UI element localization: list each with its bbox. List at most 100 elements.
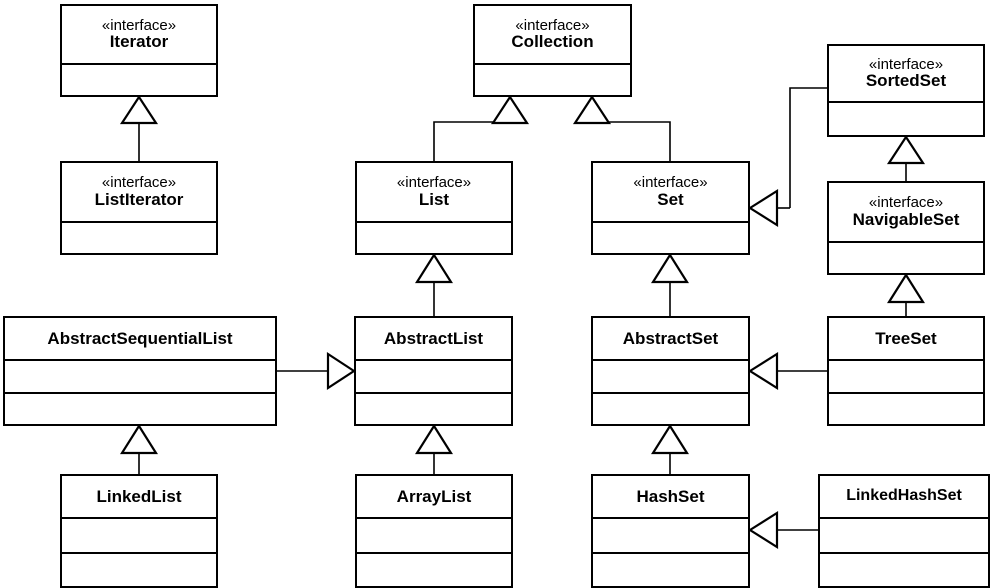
compartment-divider bbox=[593, 517, 748, 519]
class-name: HashSet bbox=[636, 486, 705, 506]
class-box-set[interactable]: «interface» Set bbox=[591, 161, 750, 255]
stereotype-label: «interface» bbox=[101, 16, 177, 34]
operations-compartment bbox=[593, 394, 748, 425]
attributes-compartment bbox=[829, 361, 983, 392]
attributes-compartment bbox=[593, 519, 748, 552]
class-box-sortedset[interactable]: «interface» SortedSet bbox=[827, 44, 985, 137]
compartment-divider bbox=[356, 359, 511, 361]
compartment-divider bbox=[5, 391, 275, 394]
class-box-collection[interactable]: «interface» Collection bbox=[473, 4, 632, 97]
class-name: TreeSet bbox=[875, 328, 937, 348]
class-header: LinkedHashSet bbox=[820, 476, 988, 517]
class-header: «interface» ListIterator bbox=[62, 163, 216, 221]
edge-linkedhashset-to-hashset bbox=[747, 511, 818, 549]
compartment-divider bbox=[829, 101, 983, 103]
edge-abstractlist-to-list bbox=[415, 252, 453, 316]
class-header: «interface» Collection bbox=[475, 6, 630, 63]
class-box-treeset[interactable]: TreeSet bbox=[827, 316, 985, 426]
attributes-compartment bbox=[829, 243, 983, 273]
edge-arraylist-to-abstractlist bbox=[415, 423, 453, 474]
class-box-arraylist[interactable]: ArrayList bbox=[355, 474, 513, 588]
attributes-compartment bbox=[820, 519, 988, 552]
class-header: «interface» SortedSet bbox=[829, 46, 983, 101]
compartment-divider bbox=[475, 63, 630, 65]
class-header: LinkedList bbox=[62, 476, 216, 517]
attributes-compartment bbox=[357, 223, 511, 253]
operations-compartment bbox=[357, 554, 511, 587]
class-name: SortedSet bbox=[865, 71, 947, 91]
edge-abstractset-to-set bbox=[651, 252, 689, 316]
compartment-divider bbox=[820, 517, 988, 519]
class-name: ListIterator bbox=[94, 189, 184, 209]
stereotype-label: «interface» bbox=[396, 174, 472, 192]
compartment-divider bbox=[820, 551, 988, 554]
compartment-divider bbox=[62, 517, 216, 519]
class-header: «interface» Set bbox=[593, 163, 748, 221]
compartment-divider bbox=[593, 359, 748, 361]
stereotype-label: «interface» bbox=[868, 194, 944, 212]
compartment-divider bbox=[593, 551, 748, 554]
class-name: Collection bbox=[511, 32, 594, 52]
edge-listiterator-to-iterator bbox=[119, 94, 159, 161]
attributes-compartment bbox=[593, 361, 748, 392]
edge-set-to-collection bbox=[572, 94, 671, 161]
attributes-compartment bbox=[5, 361, 275, 392]
compartment-divider bbox=[62, 221, 216, 223]
class-name: LinkedList bbox=[96, 486, 182, 506]
compartment-divider bbox=[62, 63, 216, 65]
edge-treeset-to-navigableset bbox=[887, 272, 925, 316]
stereotype-label: «interface» bbox=[515, 16, 590, 34]
operations-compartment bbox=[62, 554, 216, 587]
attributes-compartment bbox=[593, 223, 748, 253]
operations-compartment bbox=[820, 554, 988, 587]
class-header: TreeSet bbox=[829, 318, 983, 359]
class-name: AbstractSet bbox=[622, 328, 719, 348]
class-header: «interface» NavigableSet bbox=[829, 183, 983, 241]
compartment-divider bbox=[357, 221, 511, 223]
class-header: AbstractSet bbox=[593, 318, 748, 359]
compartment-divider bbox=[829, 359, 983, 361]
class-box-navigableset[interactable]: «interface» NavigableSet bbox=[827, 181, 985, 275]
stereotype-label: «interface» bbox=[633, 174, 708, 192]
edge-list-to-collection bbox=[433, 94, 530, 161]
edge-hashset-to-abstractset bbox=[651, 423, 689, 474]
class-header: HashSet bbox=[593, 476, 748, 517]
attributes-compartment bbox=[357, 519, 511, 552]
compartment-divider bbox=[357, 551, 511, 554]
class-header: ArrayList bbox=[357, 476, 511, 517]
class-box-hashset[interactable]: HashSet bbox=[591, 474, 750, 588]
compartment-divider bbox=[593, 221, 748, 223]
stereotype-label: «interface» bbox=[101, 174, 177, 192]
edge-sortedset-to-set bbox=[747, 87, 827, 227]
operations-compartment bbox=[5, 394, 275, 425]
attributes-compartment bbox=[62, 65, 216, 95]
edge-treeset-to-abstractset bbox=[747, 352, 827, 390]
class-name: LinkedHashSet bbox=[846, 487, 962, 505]
operations-compartment bbox=[593, 554, 748, 587]
class-name: AbstractSequentialList bbox=[47, 328, 233, 348]
attributes-compartment bbox=[356, 361, 511, 392]
class-name: NavigableSet bbox=[852, 209, 960, 229]
class-header: AbstractList bbox=[356, 318, 511, 359]
compartment-divider bbox=[357, 517, 511, 519]
class-header: «interface» List bbox=[357, 163, 511, 221]
class-box-abstractlist[interactable]: AbstractList bbox=[354, 316, 513, 426]
class-box-abstractset[interactable]: AbstractSet bbox=[591, 316, 750, 426]
class-name: ArrayList bbox=[396, 486, 472, 506]
class-box-list[interactable]: «interface» List bbox=[355, 161, 513, 255]
attributes-compartment bbox=[475, 65, 630, 95]
attributes-compartment bbox=[829, 103, 983, 135]
compartment-divider bbox=[593, 391, 748, 394]
class-box-abstractsequentiallist[interactable]: AbstractSequentialList bbox=[3, 316, 277, 426]
attributes-compartment bbox=[62, 223, 216, 253]
class-box-listiterator[interactable]: «interface» ListIterator bbox=[60, 161, 218, 255]
class-name: List bbox=[418, 189, 450, 209]
edge-linkedlist-to-abstractsequentiallist bbox=[120, 423, 158, 474]
compartment-divider bbox=[356, 391, 511, 394]
class-name: AbstractList bbox=[383, 328, 484, 348]
class-name: Set bbox=[657, 189, 684, 209]
class-box-linkedhashset[interactable]: LinkedHashSet bbox=[818, 474, 990, 588]
class-box-iterator[interactable]: «interface» Iterator bbox=[60, 4, 218, 97]
class-box-linkedlist[interactable]: LinkedList bbox=[60, 474, 218, 588]
